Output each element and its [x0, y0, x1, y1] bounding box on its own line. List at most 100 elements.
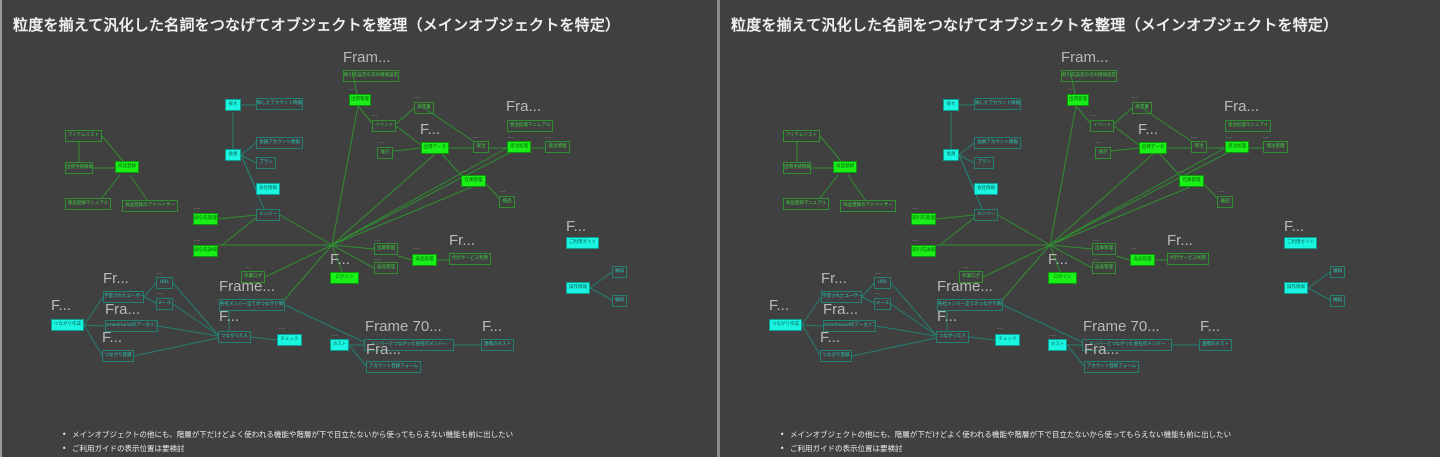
node-operation-info[interactable]: 操作情報 [566, 282, 590, 294]
node-accounting[interactable]: 会計 [1095, 147, 1111, 159]
node-search[interactable]: 探す [943, 99, 959, 111]
node-shipping-mgmt[interactable]: 出荷管理 [1067, 94, 1089, 106]
frame-label[interactable]: F... [1284, 218, 1305, 235]
node-product-manual[interactable]: 商品登録マニュアル [65, 198, 111, 210]
node-inspection[interactable]: 検品 [499, 196, 515, 208]
frame-label[interactable]: Frame... [937, 278, 993, 295]
node-usage-guide[interactable]: ご利用ガイド [566, 237, 599, 249]
frame-label[interactable]: F... [1138, 121, 1159, 138]
node-company-info[interactable]: 会社情報 [256, 183, 280, 195]
node-product-registration[interactable]: 商品登録 [833, 161, 857, 173]
node-item-list[interactable]: アイテムリスト [65, 130, 102, 142]
node-return-mgmt[interactable]: 返品管理 [374, 262, 398, 274]
node-client-mgmt[interactable]: 取引先管理 [193, 213, 218, 225]
node-invoice[interactable]: 請求書 [1132, 102, 1152, 114]
frame-label[interactable]: F... [1200, 318, 1221, 335]
node-member-account[interactable]: 会員アカウント情報 [256, 137, 303, 149]
node-work-log[interactable]: 作業ログ [241, 271, 265, 283]
frame-label[interactable]: F... [1048, 251, 1069, 268]
node-login[interactable]: ログイン [1048, 272, 1077, 284]
node-mail[interactable]: メール [156, 298, 173, 310]
node-check[interactable]: チェック [277, 334, 302, 346]
node-shipment-mgmt[interactable]: 出庫管理 [1092, 243, 1116, 255]
node-learned-user[interactable]: 学習されたユーザー [821, 291, 862, 303]
frame-label[interactable]: F... [51, 297, 72, 314]
frame-label[interactable]: Fram... [1061, 49, 1109, 66]
frame-label[interactable]: Frame 70... [1083, 318, 1160, 335]
node-smartround-archive[interactable]: smartroundのアーカイブ [823, 320, 876, 332]
frame-label[interactable]: F... [937, 308, 958, 325]
node-work-log[interactable]: 作業ログ [959, 271, 983, 283]
frame-label[interactable]: F... [102, 329, 123, 346]
node-smartround-archive[interactable]: smartroundのアーカイブ [105, 320, 158, 332]
node-shipping-procedure[interactable]: 出荷手続情報 [783, 162, 811, 174]
node-return-proc[interactable]: 返品処理 [412, 254, 437, 266]
node-accounting[interactable]: 会計 [377, 147, 393, 159]
node-event[interactable]: イベント [1090, 120, 1114, 132]
node-order-manual[interactable]: 受注処理マニュアル [507, 120, 553, 132]
node-return-mgmt[interactable]: 返品管理 [1092, 262, 1116, 274]
node-members[interactable]: メンバー [256, 209, 280, 221]
node-operation-info[interactable]: 操作情報 [1284, 282, 1308, 294]
node-connection-register[interactable]: つながり登録 [102, 350, 134, 362]
frame-label[interactable]: Fram... [343, 49, 391, 66]
node-mail[interactable]: メール [874, 298, 891, 310]
node-detect1[interactable]: 検知 [612, 266, 627, 278]
node-order-processing[interactable]: 受注処理 [507, 141, 531, 153]
node-searched-account[interactable]: 探したアカウント情報 [256, 98, 303, 110]
node-plan[interactable]: プラン [974, 157, 994, 169]
frame-label[interactable]: Fra... [105, 301, 141, 318]
node-member[interactable]: 会員 [225, 149, 241, 161]
node-url[interactable]: URL [156, 277, 173, 289]
node-connection-create[interactable]: つながり作成 [769, 319, 802, 331]
node-searched-account[interactable]: 探したアカウント情報 [974, 98, 1021, 110]
frame-label[interactable]: Fra... [1224, 98, 1260, 115]
frame-label[interactable]: Frame... [219, 278, 275, 295]
node-order-manual[interactable]: 受注処理マニュアル [1225, 120, 1271, 132]
frame-label[interactable]: Fr... [449, 232, 475, 249]
node-inventory-mgmt[interactable]: 在庫管理 [1179, 175, 1204, 187]
node-order[interactable]: 受注 [1191, 141, 1207, 153]
node-client-settings[interactable]: 取引先設定の次の情報設定 [1061, 70, 1117, 82]
frame-label[interactable]: F... [769, 297, 790, 314]
frame-label[interactable]: Fra... [823, 301, 859, 318]
frame-label[interactable]: F... [219, 308, 240, 325]
node-all-members-info[interactable]: 各社メンバー全てのつながり情報 [937, 299, 1003, 311]
node-inventory-mgmt[interactable]: 在庫管理 [461, 175, 486, 187]
node-item-list[interactable]: アイテムリスト [783, 130, 820, 142]
node-return-proc[interactable]: 返品処理 [1130, 254, 1155, 266]
node-connected-people[interactable]: つながった人 [936, 331, 969, 343]
frame-label[interactable]: Fr... [821, 270, 847, 287]
node-shipment-mgmt[interactable]: 出庫管理 [374, 243, 398, 255]
node-inspection[interactable]: 検品 [1217, 196, 1233, 208]
node-client-settings[interactable]: 取引先設定の次の情報設定 [343, 70, 399, 82]
node-host[interactable]: ホスト [330, 339, 349, 351]
node-url[interactable]: URL [874, 277, 891, 289]
node-account-form[interactable]: アカウント登録フォーム [366, 361, 421, 373]
frame-label[interactable]: Fra... [366, 341, 402, 358]
frame-label[interactable]: Frame 70... [365, 318, 442, 335]
node-detect1[interactable]: 検知 [1330, 266, 1345, 278]
node-event[interactable]: イベント [372, 120, 396, 132]
node-shipping-mgmt[interactable]: 出荷管理 [349, 94, 371, 106]
node-product-advisor[interactable]: 商品登録のアドバイザー [840, 200, 896, 212]
frame-label[interactable]: Fr... [1167, 232, 1193, 249]
node-shipping-data[interactable]: 出荷データ [421, 142, 449, 154]
node-member[interactable]: 会員 [943, 149, 959, 161]
node-order-processing[interactable]: 受注処理 [1225, 141, 1249, 153]
node-client-detail[interactable]: 取引先詳細 [193, 245, 218, 257]
frame-label[interactable]: F... [820, 329, 841, 346]
node-shipping-data[interactable]: 出荷データ [1139, 142, 1167, 154]
node-learned-user[interactable]: 学習されたユーザー [103, 291, 144, 303]
node-account-form[interactable]: アカウント登録フォーム [1084, 361, 1139, 373]
node-check[interactable]: チェック [995, 334, 1020, 346]
node-client-detail[interactable]: 取引先詳細 [911, 245, 936, 257]
frame-label[interactable]: Fr... [103, 270, 129, 287]
node-login[interactable]: ログイン [330, 272, 359, 284]
node-connection-create[interactable]: つながり作成 [51, 319, 84, 331]
node-company-info[interactable]: 会社情報 [974, 183, 998, 195]
node-member-account[interactable]: 会員アカウント情報 [974, 137, 1021, 149]
frame-label[interactable]: F... [566, 218, 587, 235]
node-host-members[interactable]: メンバーとつながった会社のメンバー [1082, 339, 1172, 351]
node-host-members[interactable]: メンバーとつながった会社のメンバー [364, 339, 454, 351]
